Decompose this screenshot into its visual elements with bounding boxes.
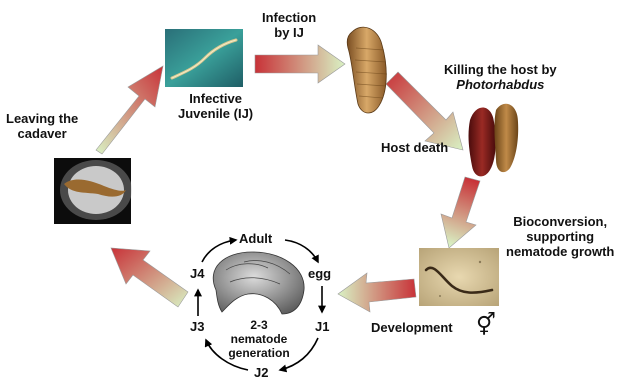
adult-label: Adult <box>239 231 272 246</box>
arrow-ij-to-infection <box>255 45 345 83</box>
bioconversion-image <box>419 248 499 306</box>
generation-line2: nematode <box>228 332 290 346</box>
cycle-arrow-adult-to-egg <box>285 240 318 262</box>
female-male-symbol: ⚥ <box>476 314 496 338</box>
generation-line3: generation <box>228 346 290 360</box>
bioconversion-line3: nematode growth <box>506 244 614 259</box>
leaving-line2: cadaver <box>6 126 78 141</box>
killing-host-line1: Killing the host by <box>444 62 557 77</box>
bioconversion-line1: Bioconversion, <box>506 214 614 229</box>
infective-juvenile-label: Infective Juvenile (IJ) <box>178 91 253 121</box>
host-death-label: Host death <box>381 140 448 155</box>
bioconversion-line2: supporting <box>506 229 614 244</box>
egg-label: egg <box>308 266 331 281</box>
infection-label-line1: Infection <box>262 10 316 25</box>
infection-label-line2: by IJ <box>262 25 316 40</box>
j4-label: J4 <box>190 266 204 281</box>
j2-label: J2 <box>254 365 268 380</box>
adult-nematode-image <box>213 252 304 314</box>
generation-label: 2-3 nematode generation <box>228 318 290 360</box>
infection-label: Infection by IJ <box>262 10 316 40</box>
cadaver-image <box>54 158 132 224</box>
photorhabdus-label: Photorhabdus <box>444 77 557 92</box>
development-label: Development <box>371 320 453 335</box>
larva-image <box>347 27 387 113</box>
leaving-line1: Leaving the <box>6 111 78 126</box>
j3-label: J3 <box>190 319 204 334</box>
infective-juvenile-image <box>165 29 243 87</box>
infective-label-line2: Juvenile (IJ) <box>178 106 253 121</box>
arrow-to-bioconversion <box>441 177 480 248</box>
dead-hosts-image <box>469 104 519 177</box>
infective-label-line1: Infective <box>178 91 253 106</box>
leaving-cadaver-label: Leaving the cadaver <box>6 111 78 141</box>
j1-label: J1 <box>315 319 329 334</box>
arrow-leaving-to-ij <box>96 66 163 154</box>
bioconversion-label: Bioconversion, supporting nematode growt… <box>506 214 614 259</box>
arrow-to-leaving <box>111 248 188 307</box>
killing-host-label: Killing the host by Photorhabdus <box>444 62 557 92</box>
generation-line1: 2-3 <box>228 318 290 332</box>
arrow-development <box>338 273 416 312</box>
